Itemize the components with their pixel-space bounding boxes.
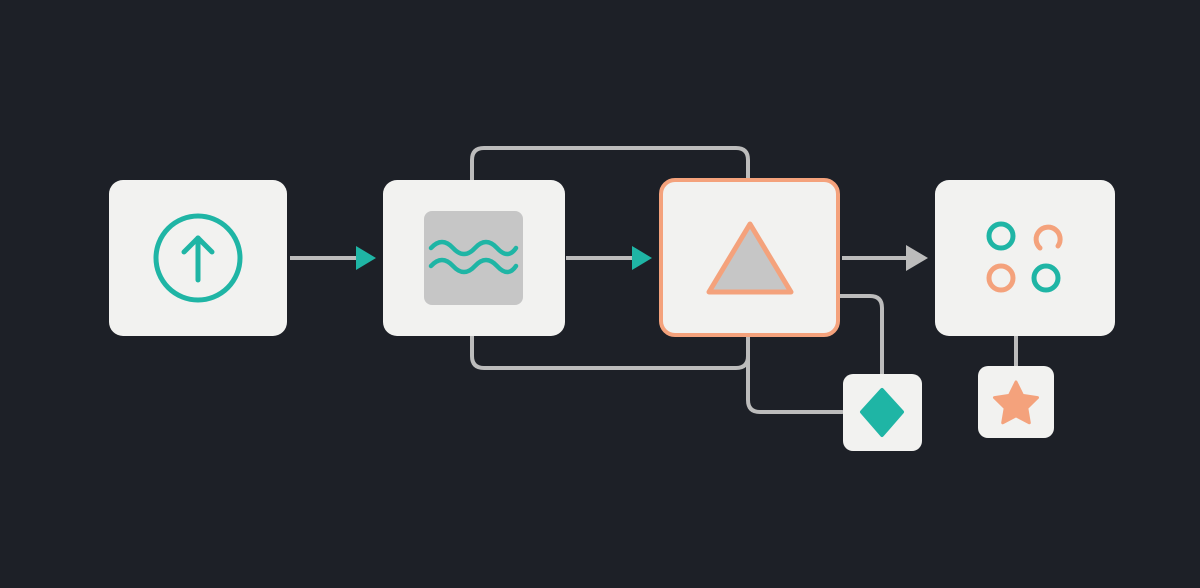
branch-to-diamond-connector [746, 334, 844, 414]
arrow-head-teal-1 [356, 246, 376, 270]
grid-node[interactable] [935, 180, 1115, 336]
star-node[interactable] [978, 366, 1054, 438]
diamond-icon [860, 388, 904, 437]
connectors [470, 146, 1018, 414]
wave-node[interactable] [383, 180, 565, 336]
arrow-up-circle-icon [153, 213, 243, 303]
diamond-node[interactable] [843, 374, 922, 451]
arrow-head-gray [906, 245, 928, 271]
triangle-node[interactable] [659, 178, 840, 337]
waves-icon [428, 239, 519, 275]
wave-panel [424, 211, 523, 305]
star-icon [993, 380, 1039, 425]
upload-node[interactable] [109, 180, 287, 336]
four-circles-icon [986, 221, 1063, 293]
loop-top-connector [470, 146, 750, 182]
arrow-head-teal-2 [632, 246, 652, 270]
triangle-icon [706, 221, 794, 295]
loop-bottom-connector [470, 334, 750, 370]
triangle-side-connector [836, 294, 884, 376]
